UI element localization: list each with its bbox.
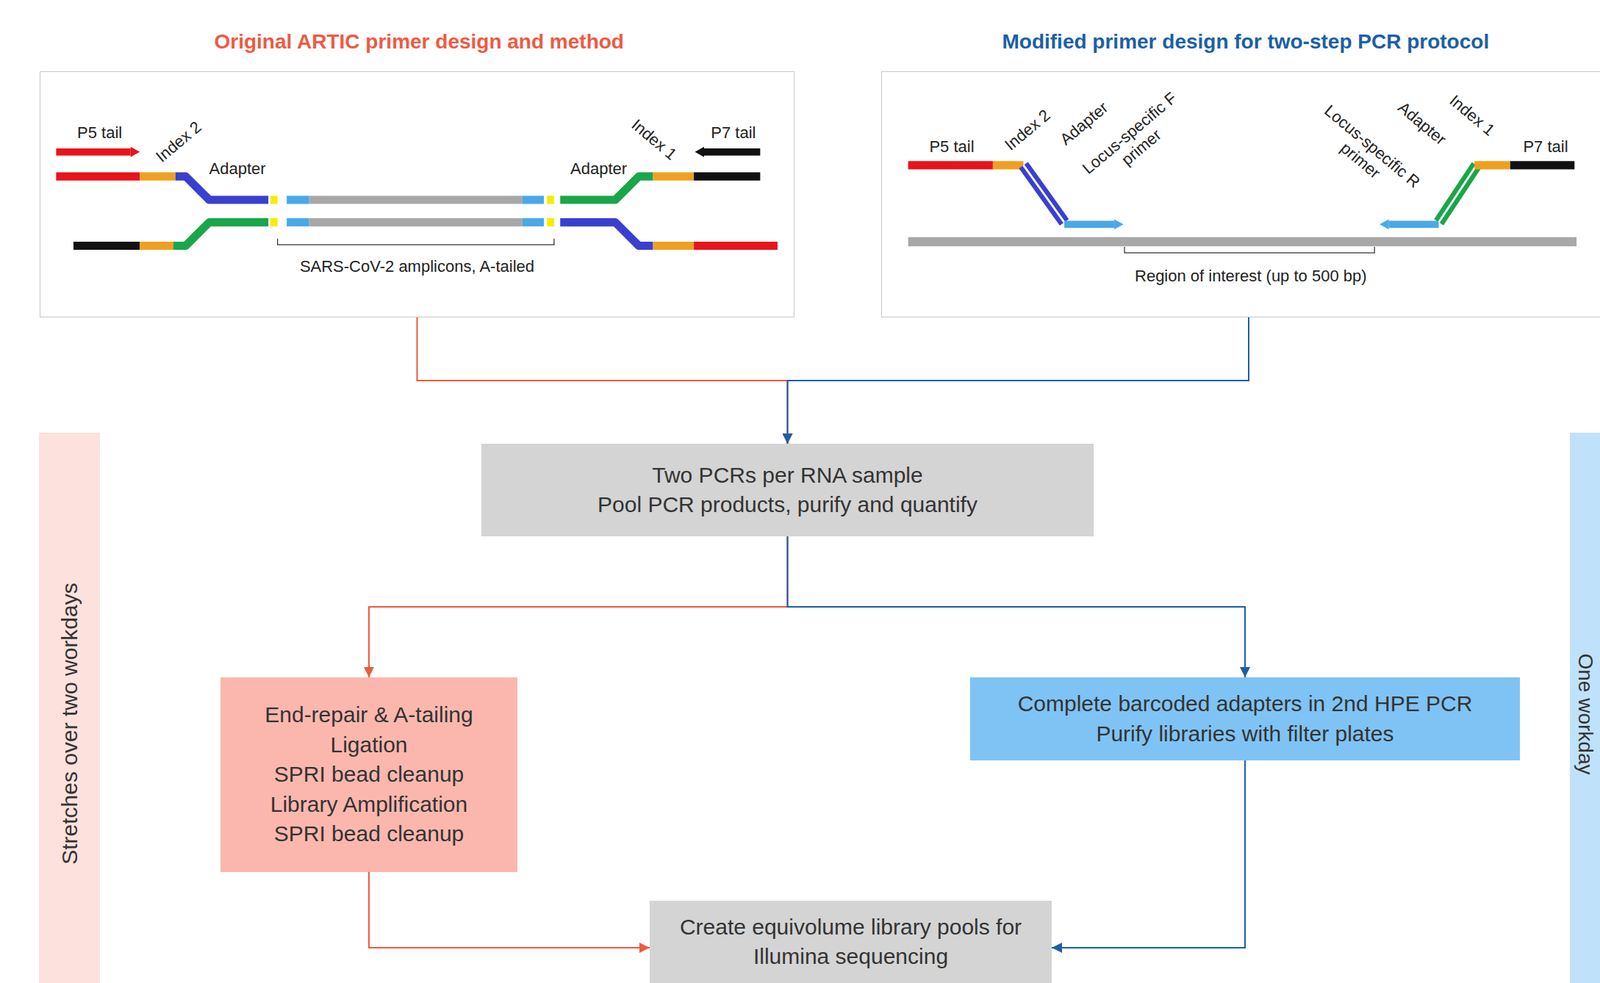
step-text: SPRI bead cleanup <box>274 819 465 850</box>
time-band: Stretches over two workdays <box>38 432 100 983</box>
part-label: Adapter <box>570 159 627 178</box>
process-box: Create equivolume library pools for Illu… <box>649 901 1052 983</box>
process-box: Two PCRs per RNA samplePool PCR products… <box>481 443 1094 537</box>
step-text: Library Amplification <box>270 790 468 821</box>
method-panel: Original ARTIC primer design and methodP… <box>39 71 795 318</box>
flow-arrow <box>368 536 788 678</box>
panel-title: Modified primer design for two-step PCR … <box>1001 29 1490 53</box>
panel-title: Original ARTIC primer design and method <box>214 29 624 53</box>
step-text: Purify libraries with filter plates <box>1095 719 1394 750</box>
part-label: P5 tail <box>77 124 123 143</box>
band-label: One workday <box>1573 654 1598 776</box>
part-label: P5 tail <box>928 137 974 156</box>
flow-arrow <box>787 317 1250 444</box>
part-label: SARS-CoV-2 amplicons, A-tailed <box>299 257 535 277</box>
time-band: One workday <box>1569 432 1600 983</box>
flow-arrow <box>787 536 1246 678</box>
step-text: Create equivolume library pools for Illu… <box>659 912 1042 973</box>
part-label: Adapter <box>1056 97 1112 149</box>
part-label: P7 tail <box>710 124 756 143</box>
method-panel: Modified primer design for two-step PCR … <box>881 71 1600 318</box>
step-text: Complete barcoded adapters in 2nd HPE PC… <box>1017 689 1473 720</box>
part-label: Adapter <box>1394 97 1450 149</box>
part-label: Index 2 <box>1001 105 1054 155</box>
band-label: Stretches over two workdays <box>57 582 83 865</box>
step-text: Two PCRs per RNA sample <box>651 460 923 491</box>
step-text: SPRI bead cleanup <box>274 759 465 791</box>
step-text: Ligation <box>329 730 408 761</box>
part-label: Locus-specific F primer <box>1074 85 1198 197</box>
step-text: End-repair & A-tailing <box>264 700 473 731</box>
part-label: Index 1 <box>1445 91 1499 140</box>
part-label: Index 1 <box>627 115 681 164</box>
part-label: Adapter <box>209 159 267 178</box>
flow-arrow <box>368 872 650 949</box>
part-label: Index 2 <box>152 117 206 167</box>
part-label: Region of interest (up to 500 bp) <box>1134 266 1368 286</box>
process-box: End-repair & A-tailingLigationSPRI bead … <box>220 677 518 873</box>
flow-arrow <box>1051 760 1246 949</box>
part-label: P7 tail <box>1522 137 1568 156</box>
process-box: Complete barcoded adapters in 2nd HPE PC… <box>970 677 1520 761</box>
flow-arrow <box>417 317 788 444</box>
step-text: Pool PCR products, purify and quantify <box>597 490 978 521</box>
